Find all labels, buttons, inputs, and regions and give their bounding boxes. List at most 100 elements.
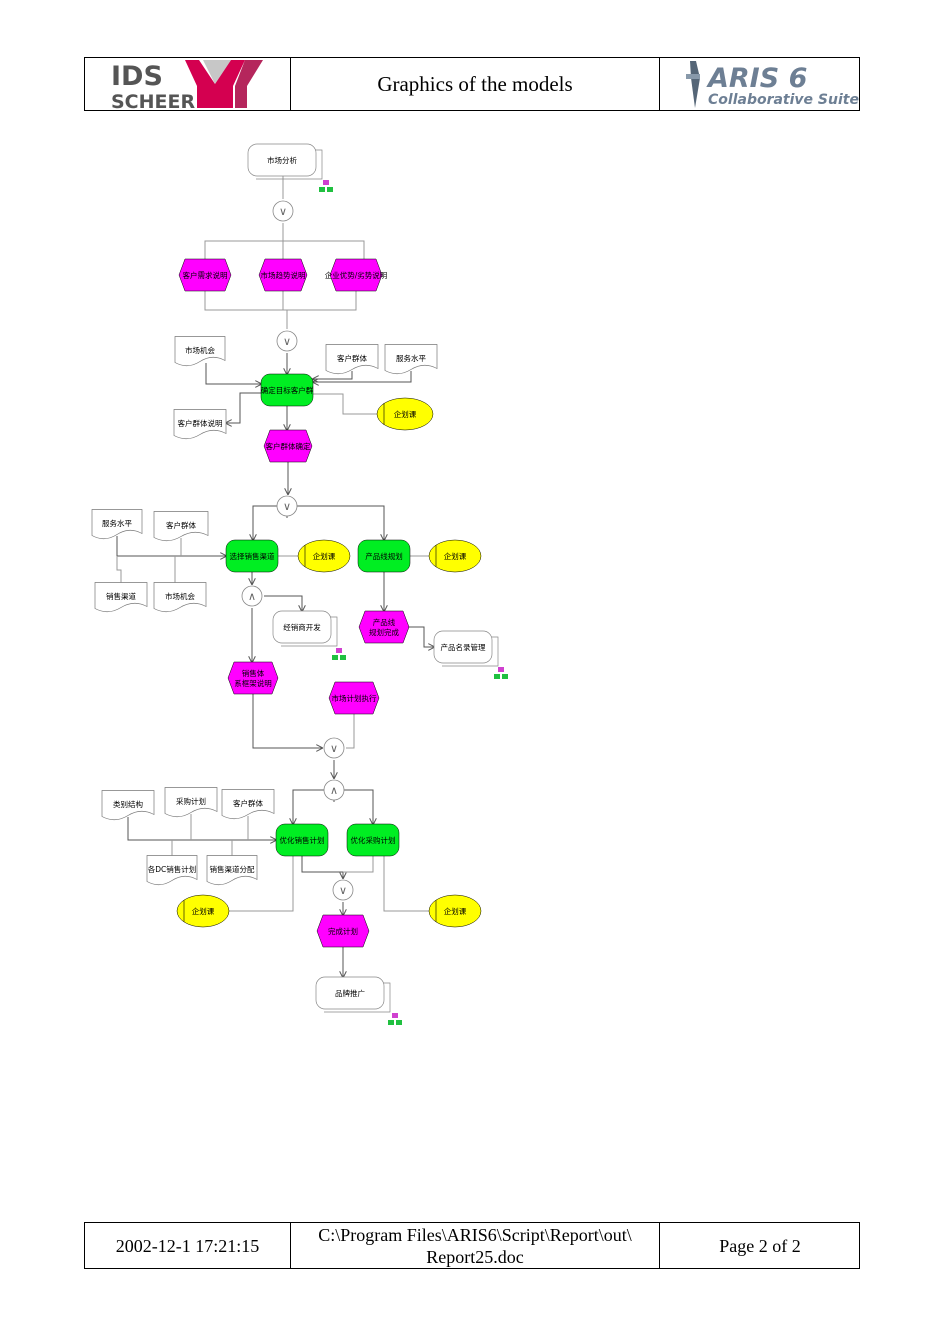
- node-process-interface: 品牌推广: [315, 976, 391, 1013]
- logo-y-shade: [203, 60, 231, 84]
- svg-text:服务水平: 服务水平: [102, 518, 132, 528]
- logical-operator: ∨: [276, 495, 298, 517]
- logical-operator: ∨: [272, 200, 294, 222]
- svg-text:∧: ∧: [248, 590, 256, 603]
- footer-path-line1: C:\Program Files\ARIS6\Script\Report\out…: [318, 1224, 632, 1245]
- node-process-interface: 市场分析: [247, 143, 323, 180]
- svg-text:客户需求说明: 客户需求说明: [183, 270, 228, 280]
- assignment-icon: [319, 180, 333, 192]
- diagram-nodes: 市场分析客户需求说明市场趋势说明企业优势/劣势说明市场机会客户群体服务水平确定目…: [91, 143, 508, 1025]
- assignment-icon: [332, 648, 346, 660]
- assignment-icon: [388, 1013, 402, 1025]
- node-event: 完成计划: [316, 914, 370, 948]
- svg-text:选择销售渠道: 选择销售渠道: [230, 551, 275, 561]
- node-event: 客户群体确定: [263, 429, 313, 463]
- node-document: 客户群体说明: [173, 409, 227, 440]
- svg-text:客户群体确定: 客户群体确定: [266, 441, 311, 451]
- svg-text:服务水平: 服务水平: [396, 353, 426, 363]
- node-org-unit: 企划课: [428, 894, 482, 928]
- svg-text:企划课: 企划课: [192, 906, 215, 916]
- aris-logo-graphic: ARIS 6 Collaborative Suite: [686, 61, 859, 108]
- svg-text:销售渠道分配: 销售渠道分配: [210, 864, 255, 874]
- svg-text:优化采购计划: 优化采购计划: [351, 835, 396, 845]
- svg-text:∨: ∨: [339, 884, 347, 897]
- node-org-unit: 企划课: [176, 894, 230, 928]
- node-document: 服务水平: [91, 509, 143, 540]
- node-event: 市场计划执行: [328, 681, 380, 715]
- svg-text:销售渠道: 销售渠道: [106, 591, 136, 601]
- aris-logo-subtitle: Collaborative Suite: [708, 92, 859, 108]
- node-document: 客户群体: [325, 344, 379, 375]
- svg-text:类别结构: 类别结构: [113, 799, 143, 809]
- page-header: IDS SCHEER Graphics of the models ARIS 6…: [84, 57, 860, 113]
- node-document: 销售渠道: [94, 582, 148, 613]
- svg-text:规划完成: 规划完成: [369, 627, 399, 637]
- logo-y-right: [215, 60, 245, 108]
- ids-scheer-logo-graphic: IDS SCHEER: [111, 60, 263, 113]
- page-footer: 2002-12-1 17:21:15 C:\Program Files\ARIS…: [84, 1222, 860, 1269]
- svg-text:客户群体: 客户群体: [337, 353, 367, 363]
- svg-text:企划课: 企划课: [313, 551, 336, 561]
- svg-text:企划课: 企划课: [444, 551, 467, 561]
- footer-path-cell: C:\Program Files\ARIS6\Script\Report\out…: [291, 1223, 660, 1268]
- svg-text:客户群体: 客户群体: [233, 798, 263, 808]
- svg-text:经销商开发: 经销商开发: [283, 622, 321, 632]
- logo-ids-text: IDS: [111, 61, 163, 92]
- node-function: 产品线规划: [357, 539, 411, 573]
- svg-text:产品线规划: 产品线规划: [365, 551, 403, 561]
- logical-operator: ∨: [276, 330, 298, 352]
- svg-text:企划课: 企划课: [444, 906, 467, 916]
- svg-text:企划课: 企划课: [394, 409, 417, 419]
- logo-scheer-text: SCHEER: [111, 91, 195, 110]
- node-function: 优化销售计划: [275, 823, 329, 857]
- svg-text:完成计划: 完成计划: [328, 926, 358, 936]
- node-document: 类别结构: [101, 790, 155, 821]
- svg-text:销售体: 销售体: [242, 668, 265, 678]
- logical-operator: ∨: [332, 879, 354, 901]
- svg-text:市场机会: 市场机会: [165, 591, 195, 601]
- svg-text:∨: ∨: [283, 500, 291, 513]
- node-document: 客户群体: [153, 511, 209, 542]
- svg-text:∧: ∧: [330, 784, 338, 797]
- node-function: 选择销售渠道: [225, 539, 279, 573]
- node-document: 销售渠道分配: [206, 855, 258, 886]
- svg-text:∨: ∨: [279, 205, 287, 218]
- svg-text:产品线: 产品线: [373, 617, 396, 627]
- ids-scheer-logo: IDS SCHEER: [85, 58, 291, 113]
- svg-text:品牌推广: 品牌推广: [335, 988, 365, 998]
- connector-lines: [116, 176, 434, 977]
- assignment-icon: [494, 667, 508, 679]
- svg-text:确定目标客户群: 确定目标客户群: [261, 385, 314, 395]
- aris-logo-title: ARIS 6: [706, 63, 807, 94]
- node-event: 市场趋势说明: [258, 258, 308, 292]
- footer-page-number: Page 2 of 2: [719, 1235, 801, 1256]
- svg-text:客户群体说明: 客户群体说明: [178, 418, 223, 428]
- footer-datetime: 2002-12-1 17:21:15: [85, 1223, 291, 1268]
- node-function: 确定目标客户群: [260, 373, 314, 407]
- node-event: 客户需求说明: [178, 258, 232, 292]
- aris-pen-band: [686, 74, 700, 79]
- svg-text:企业优势/劣势说明: 企业优势/劣势说明: [325, 270, 388, 280]
- svg-text:市场趋势说明: 市场趋势说明: [261, 270, 306, 280]
- node-org-unit: 企划课: [376, 397, 434, 431]
- svg-text:采购计划: 采购计划: [176, 796, 206, 806]
- node-document: 服务水平: [384, 344, 438, 375]
- svg-text:系框架说明: 系框架说明: [234, 678, 272, 688]
- logical-operator: ∧: [323, 779, 345, 801]
- svg-text:产品名录管理: 产品名录管理: [441, 642, 486, 652]
- logical-operator: ∨: [323, 737, 345, 759]
- node-document: 采购计划: [164, 787, 218, 818]
- aris-pen-icon: [690, 61, 700, 108]
- node-process-interface: 经销商开发: [272, 610, 338, 647]
- svg-text:市场分析: 市场分析: [267, 155, 297, 165]
- svg-text:∨: ∨: [283, 335, 291, 348]
- svg-text:市场机会: 市场机会: [185, 345, 215, 355]
- node-document: 市场机会: [174, 336, 226, 367]
- node-process-interface: 产品名录管理: [433, 630, 499, 667]
- node-org-unit: 企划课: [297, 539, 351, 573]
- logo-y-left: [185, 60, 215, 108]
- node-document: 市场机会: [153, 582, 207, 613]
